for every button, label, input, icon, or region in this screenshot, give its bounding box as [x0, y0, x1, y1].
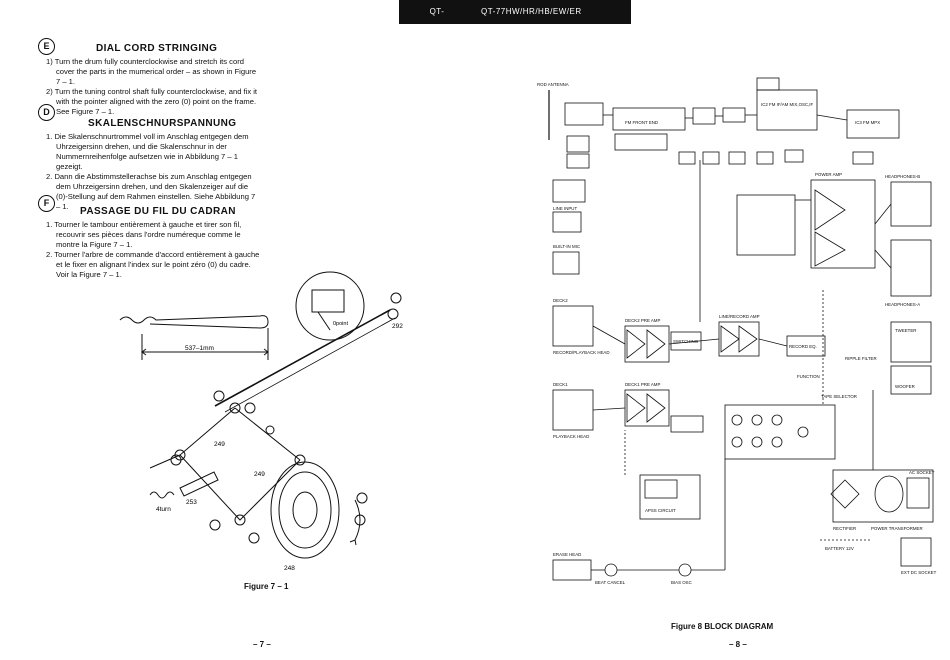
t2-box [756, 77, 780, 91]
label-ic3: IC3 FM MPX [855, 120, 880, 125]
section-d-title: SKALENSCHNURSPANNUNG [88, 118, 237, 129]
figure-label-4turn: 4turn [156, 506, 171, 513]
ic3-box [846, 109, 900, 139]
ic2-box [756, 89, 818, 131]
aps-circuit-box [639, 474, 701, 520]
pulley-icon [229, 402, 241, 414]
switch-cluster-box [724, 404, 836, 460]
deck2-head-box [552, 305, 594, 347]
shaft-icon [179, 471, 219, 497]
section-e-mark: E [38, 38, 55, 55]
section-f-item-1: 1. Tourner le tambour entièrement à gauc… [46, 220, 242, 249]
label-pb-head: PLAYBACK HEAD [553, 434, 589, 439]
length-label: 537–1mm [185, 345, 214, 352]
label-record-eq: RECORD EQ. [789, 344, 817, 349]
power-amp-box [810, 179, 876, 269]
label-line-input: LINE INPUT [553, 206, 577, 211]
label-function: FUNCTION [797, 374, 820, 379]
if-filter-box [692, 107, 716, 125]
section-d-item-2: 2. Dann die Abstimmstellerachse bis zum … [46, 172, 256, 211]
label-headphones-b: HEADPHONES-B [885, 174, 920, 179]
deck1-head-box [552, 389, 594, 431]
label-tweeter: TWEETER [895, 328, 916, 333]
label-deck1: DECK1 [553, 382, 568, 387]
detail-magnifier [295, 271, 365, 341]
label-tape-selector: TAPE SELECTOR [821, 394, 857, 399]
figure-label-249b: 249 [254, 471, 265, 478]
label-ext-dc: EXT DC SOCKET [901, 570, 937, 575]
section-f-body: 1. Tourner le tambour entièrement à gauc… [46, 220, 260, 280]
label-beat-cancel: BEAT CANCEL [595, 580, 626, 585]
label-deck2-pre-amp: DECK2 PRE AMP [625, 318, 660, 323]
section-d-item-1: 1. Die Skalenschnurtrommel voll im Ansch… [46, 132, 249, 171]
label-bias-osc: BIAS OSC [671, 580, 692, 585]
label-ac-socket: AC SOCKET [909, 470, 935, 475]
label-rod-antenna: ROD ANTENNA [537, 82, 569, 87]
sw-block [564, 102, 604, 126]
label-erase-head: ERASE HEAD [553, 552, 581, 557]
label-power-transformer: POWER TRANSFORMER [871, 526, 923, 531]
section-f-item-2: 2. Tourner l'arbre de commande d'accord … [46, 250, 260, 279]
label-deck2: DECK2 [553, 298, 568, 303]
header-model-right: QT-77HW/HR/HB/EW/ER [475, 0, 631, 24]
section-e-title: DIAL CORD STRINGING [96, 43, 218, 54]
label-line-record-amp: LINE/RECORD AMP [719, 314, 760, 319]
label-power-amp: POWER AMP [815, 172, 842, 177]
label-built-in-mic: BUILT-IN MIC [553, 244, 580, 249]
dial-cord-figure: 537–1mm 0point 292 249 249 253 4turn 248 [119, 271, 403, 572]
point-label: 0point [333, 321, 348, 327]
section-f-title: PASSAGE DU FIL DU CADRAN [80, 206, 236, 217]
section-e-item-2: 2) Turn the tuning control shaft fully c… [46, 87, 258, 116]
erase-head-box [552, 559, 592, 581]
section-d-mark: D [38, 104, 55, 121]
label-headphones-a: HEADPHONES-A [885, 302, 920, 307]
right-page-number: – 8 – [729, 640, 747, 649]
label-deck1-pre-amp: DECK1 PRE AMP [625, 382, 660, 387]
figure-label-292: 292 [392, 323, 403, 330]
label-rec-pb-head: RECORD/PLAYBACK HEAD [553, 350, 610, 355]
section-f-mark: F [38, 195, 55, 212]
cord-spring-icon [119, 315, 269, 329]
figure-label-253: 253 [186, 499, 197, 506]
label-switching: SWITCHING [673, 339, 699, 344]
cf-box [722, 107, 746, 123]
label-rectifier: RECTIFIER [833, 526, 856, 531]
label-woofer: WOOFER [895, 384, 915, 389]
label-ripple-filter: RIPPLE FILTER [845, 356, 877, 361]
volume-tone-box [736, 194, 796, 256]
section-e-item-1: 1) Turn the drum fully counterclockwise … [46, 57, 257, 86]
label-ic2: IC2 FM IF/AM MIX,OSC,IF [761, 102, 814, 107]
section-d-body: 1. Die Skalenschnurtrommel voll im Ansch… [46, 132, 260, 212]
label-fm-front-end: FM FRONT END [625, 120, 658, 125]
label-aps-circuit: APSS CIRCUIT [645, 508, 676, 513]
header-model-left: QT-77HW/HR/HB/EW/ER [399, 0, 484, 40]
block-diagram: ROD ANTENNA FM FRONT END IC2 FM IF/AM MI… [537, 77, 937, 585]
figure-label-248: 248 [284, 565, 295, 572]
right-page: ROD ANTENNA FM FRONT END IC2 FM IF/AM MI… [475, 0, 950, 660]
figure-7-1-caption: Figure 7 – 1 [244, 582, 289, 591]
left-page: E DIAL CORD STRINGING 1) Turn the drum f… [38, 38, 403, 649]
drum-icon [270, 461, 340, 559]
section-e-body: 1) Turn the drum fully counterclockwise … [46, 57, 260, 117]
dial-rail [214, 309, 391, 407]
fm-front-end-box [612, 107, 686, 131]
left-page-number: – 7 – [253, 640, 271, 649]
label-battery: BATTERY 12V [825, 546, 854, 551]
figure-8-caption: Figure 8 BLOCK DIAGRAM [671, 622, 774, 631]
figure-label-249a: 249 [214, 441, 225, 448]
